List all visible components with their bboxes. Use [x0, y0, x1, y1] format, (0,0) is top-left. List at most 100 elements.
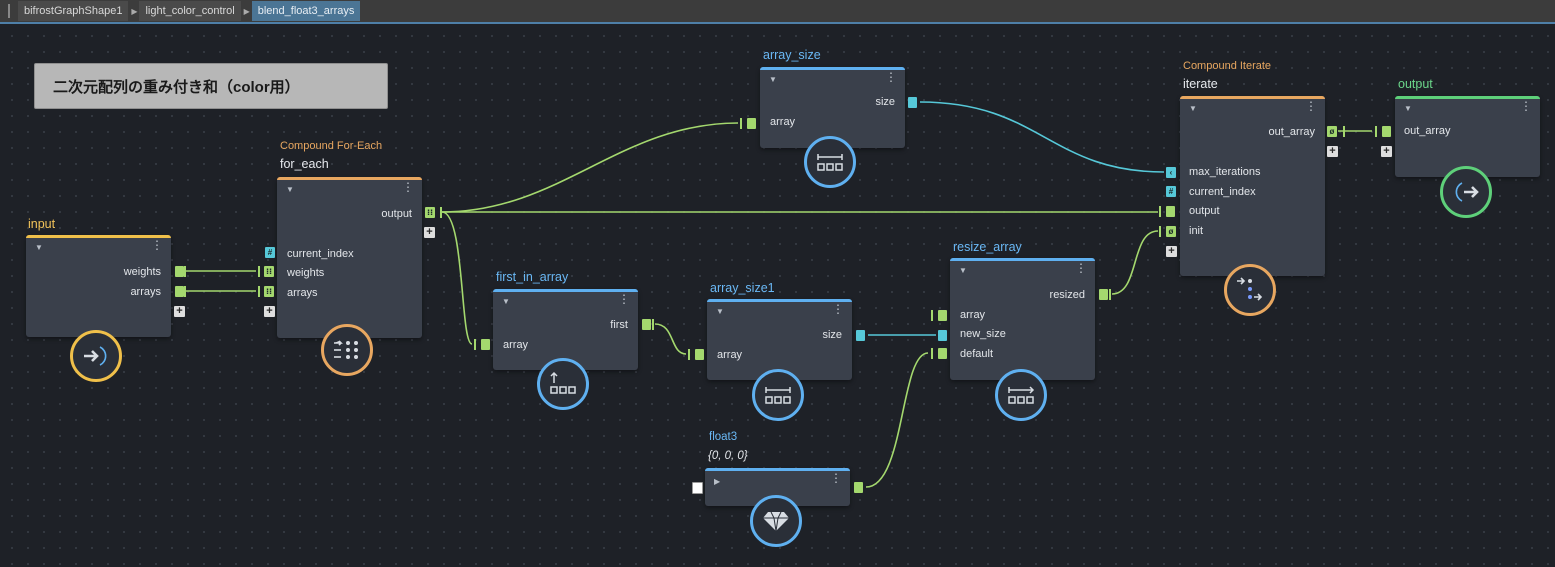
node-for-each[interactable]: ▼ ⋮ output current_index weights arrays: [277, 177, 422, 338]
breadcrumb-item-blend-float3-arrays[interactable]: blend_float3_arrays: [251, 1, 361, 21]
port-label-out-array: out_array: [1268, 126, 1315, 138]
kebab-menu-icon[interactable]: ⋮: [1305, 99, 1317, 113]
kebab-menu-icon[interactable]: ⋮: [830, 471, 842, 485]
port-label-output: output: [381, 208, 412, 220]
node-color-bar: [26, 235, 171, 238]
port-connector: [258, 286, 260, 297]
collapse-toggle-icon[interactable]: ▼: [502, 297, 510, 306]
node-iterate[interactable]: ▼ ⋮ out_array max_iterations current_ind…: [1180, 96, 1325, 276]
output-port-resized[interactable]: [1099, 289, 1108, 300]
port-label-arrays: arrays: [287, 287, 318, 299]
breadcrumb-item-graph-shape[interactable]: bifrostGraphShape1: [18, 1, 129, 21]
port-connector: [258, 266, 260, 277]
output-port-first[interactable]: [642, 319, 651, 330]
port-label-array: array: [503, 339, 529, 351]
collapse-toggle-icon[interactable]: ▼: [286, 185, 294, 194]
port-connector: [474, 339, 476, 350]
add-port-button[interactable]: +: [174, 306, 185, 317]
port-connector: [1343, 126, 1345, 137]
port-connector: [1109, 289, 1111, 300]
state-port-init-icon[interactable]: ø: [1166, 226, 1176, 237]
output-port-output[interactable]: [854, 482, 863, 493]
node-color-bar: [1395, 96, 1540, 99]
add-port-button[interactable]: +: [1381, 146, 1392, 157]
input-port-out-array[interactable]: [1382, 126, 1391, 137]
comment-note[interactable]: 二次元配列の重み付き和（color用）: [34, 63, 388, 109]
expand-toggle-icon[interactable]: ▶: [714, 477, 721, 486]
add-port-button[interactable]: +: [424, 227, 435, 238]
port-label-array: array: [770, 116, 796, 128]
iterate-icon: [1224, 264, 1276, 316]
collapse-toggle-icon[interactable]: ▼: [959, 266, 967, 275]
collapse-toggle-icon[interactable]: ▼: [1189, 104, 1197, 113]
int-port-current-index-icon[interactable]: #: [265, 247, 275, 258]
input-port-array[interactable]: [481, 339, 490, 350]
wire-first-array-size1: [654, 323, 687, 355]
port-label-array: array: [717, 349, 743, 361]
input-port-array[interactable]: [695, 349, 704, 360]
node-color-bar: [760, 67, 905, 70]
kebab-menu-icon[interactable]: ⋮: [402, 180, 414, 194]
port-label-new-size: new_size: [960, 328, 1006, 340]
collapse-toggle-icon[interactable]: ▼: [1404, 104, 1412, 113]
array-size-icon: [752, 369, 804, 421]
output-port-size[interactable]: [908, 97, 917, 108]
kebab-menu-icon[interactable]: ⋮: [151, 238, 163, 252]
kebab-menu-icon[interactable]: ⋮: [1520, 99, 1532, 113]
state-port-out-array-icon[interactable]: ø: [1327, 126, 1337, 137]
arrow-right-in-icon: [70, 330, 122, 382]
port-label-weights: weights: [287, 267, 325, 279]
input-port-output[interactable]: [1166, 206, 1175, 217]
breadcrumb-item-light-color-control[interactable]: light_color_control: [139, 1, 241, 21]
output-port-arrays[interactable]: [175, 286, 184, 297]
kebab-menu-icon[interactable]: ⋮: [618, 292, 630, 306]
input-port-value[interactable]: [692, 482, 703, 494]
collapse-toggle-icon[interactable]: ▼: [35, 243, 43, 252]
node-title-first-in-array: first_in_array: [496, 270, 569, 284]
port-connector: [440, 207, 442, 218]
node-array-size1[interactable]: ▼ ⋮ size array: [707, 299, 852, 380]
array-size-icon: [804, 136, 856, 188]
kebab-menu-icon[interactable]: ⋮: [885, 70, 897, 84]
input-port-new-size[interactable]: [938, 330, 947, 341]
port-label-init: init: [1189, 225, 1204, 237]
array-port-arrays-icon[interactable]: ⁝⁝: [264, 286, 274, 297]
node-output[interactable]: ▼ ⋮ out_array: [1395, 96, 1540, 177]
collapse-toggle-icon[interactable]: ▼: [769, 75, 777, 84]
int-port-current-index-icon[interactable]: #: [1166, 186, 1176, 197]
output-port-size[interactable]: [856, 330, 865, 341]
port-connector: [652, 319, 654, 330]
node-title-resize-array: resize_array: [953, 240, 1022, 254]
input-port-array[interactable]: [938, 310, 947, 321]
node-array-size[interactable]: ▼ ⋮ size array: [760, 67, 905, 148]
kebab-menu-icon[interactable]: ⋮: [1075, 261, 1087, 275]
node-title-array-size: array_size: [763, 48, 821, 62]
array-port-output-icon[interactable]: ⁝⁝: [425, 207, 435, 218]
input-port-default[interactable]: [938, 348, 947, 359]
iteration-target-port-icon[interactable]: ‹: [1166, 167, 1176, 178]
output-port-weights[interactable]: [175, 266, 184, 277]
port-label-resized: resized: [1049, 289, 1085, 301]
breadcrumb-start: [0, 0, 18, 22]
add-port-button[interactable]: +: [264, 306, 275, 317]
wire-resize-iterate-init: [1111, 230, 1159, 295]
port-label-out-array: out_array: [1404, 125, 1451, 137]
input-port-array[interactable]: [747, 118, 756, 129]
node-color-bar: [1180, 96, 1325, 99]
port-connector: [1375, 126, 1377, 137]
breadcrumb-separator-icon: ▶: [131, 6, 138, 16]
add-port-button[interactable]: +: [1327, 146, 1338, 157]
array-port-weights-icon[interactable]: ⁝⁝: [264, 266, 274, 277]
collapse-toggle-icon[interactable]: ▼: [716, 307, 724, 316]
node-value-float3: {0, 0, 0}: [708, 450, 748, 462]
node-resize-array[interactable]: ▼ ⋮ resized array new_size default: [950, 258, 1095, 380]
wire-foreach-array-size: [441, 122, 739, 213]
kebab-menu-icon[interactable]: ⋮: [832, 302, 844, 316]
add-port-button[interactable]: +: [1166, 246, 1177, 257]
wire-float3-resize-default: [865, 352, 929, 488]
node-first-in-array[interactable]: ▼ ⋮ first array: [493, 289, 638, 370]
node-input[interactable]: ▼ ⋮ weights arrays: [26, 235, 171, 337]
wire-array-size-iterate-max: [919, 101, 1165, 173]
port-label-size: size: [875, 96, 895, 108]
port-connector: [184, 266, 186, 277]
